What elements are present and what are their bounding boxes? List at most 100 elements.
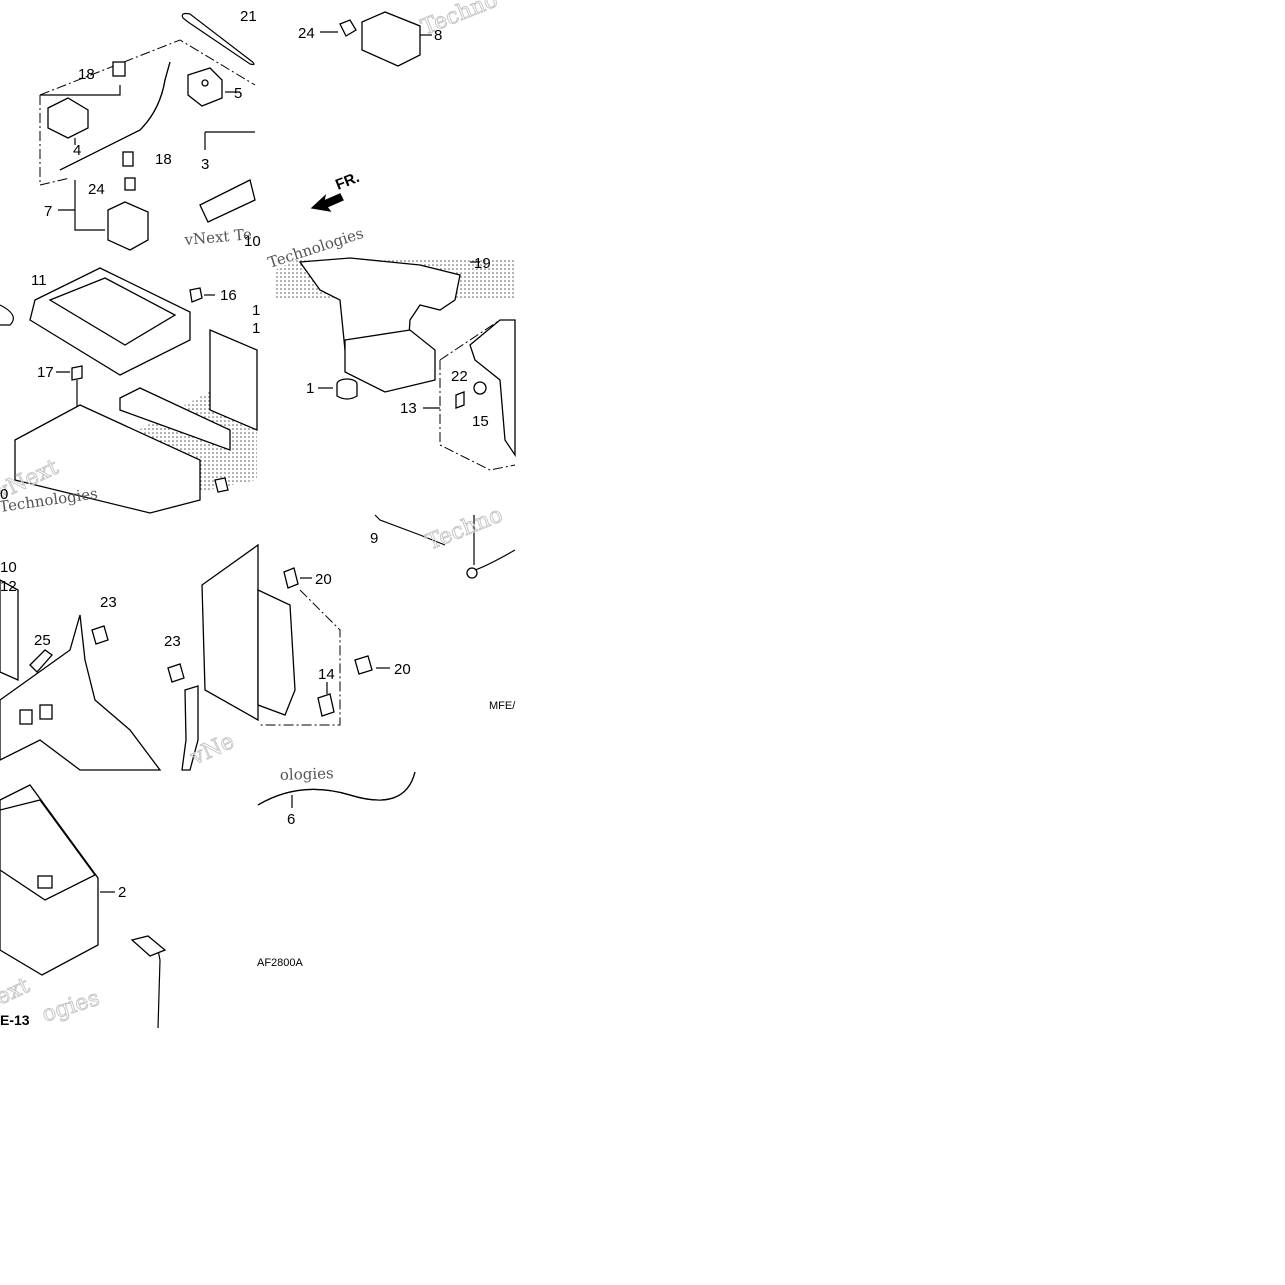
edge-fragment xyxy=(0,304,14,326)
callout-1b: 1 xyxy=(252,320,260,337)
tile-side-cover xyxy=(275,257,516,471)
part-21-band xyxy=(181,12,255,66)
callout-9: 9 xyxy=(370,530,378,547)
part-17-bolt xyxy=(71,365,83,381)
part-18a-bolt xyxy=(112,61,126,77)
part-stay-b xyxy=(181,685,199,771)
callout-7: 7 xyxy=(44,203,52,220)
callout-5: 5 xyxy=(234,85,242,102)
watermark-6: Techno xyxy=(423,502,506,555)
stay-hole-a xyxy=(19,709,33,725)
callout-14: 14 xyxy=(318,666,335,683)
part-5-hole xyxy=(201,79,209,87)
callout-18a: 18 xyxy=(78,66,95,83)
part-13-panel xyxy=(469,319,516,458)
callout-10b: 10 xyxy=(0,559,17,576)
part-battery-body xyxy=(201,543,259,722)
part-20a-screw xyxy=(283,567,299,589)
watermark-8: ologies xyxy=(280,764,334,784)
part-23a-bolt xyxy=(91,625,109,645)
tile-wiring-harness xyxy=(39,12,256,251)
part-24b-fuse xyxy=(124,177,136,191)
part-stay xyxy=(0,614,162,771)
leader-3 xyxy=(204,131,255,150)
stay-hole-b xyxy=(39,704,53,720)
assembly-boundary-3 xyxy=(39,39,256,186)
part-cover-panel xyxy=(257,588,296,716)
part-25-tube xyxy=(29,649,53,673)
panel-code-bottom-left: E-13 xyxy=(0,1012,30,1028)
part-3-harness-inner xyxy=(59,61,171,171)
part-14-nut xyxy=(317,693,335,717)
part-18b-bolt xyxy=(122,151,134,167)
panel-code-bottom: AF2800A xyxy=(257,957,304,969)
callout-4: 4 xyxy=(73,142,81,159)
part-23b-bolt xyxy=(167,663,185,683)
part-cable-terminal xyxy=(466,567,478,579)
part-tray-wall xyxy=(119,387,231,451)
part-16-bolt xyxy=(189,287,203,303)
callout-1a: 1 xyxy=(252,302,260,319)
callout-17: 17 xyxy=(37,364,54,381)
leader-7 xyxy=(58,180,105,231)
callout-6: 6 xyxy=(287,811,295,828)
part-19-base xyxy=(344,329,436,393)
watermark-2: vNext Te xyxy=(183,225,253,249)
part-19-holder xyxy=(298,257,461,356)
callout-3: 3 xyxy=(201,156,209,173)
part-24a-fuse xyxy=(339,19,357,37)
callout-13: 13 xyxy=(400,400,417,417)
part-12-plate xyxy=(0,579,19,682)
part-1-plate xyxy=(209,329,258,431)
part-6-cable-inner xyxy=(257,771,416,806)
callout-20a: 20 xyxy=(315,571,332,588)
part-4-cap xyxy=(47,97,89,139)
tile-battery xyxy=(0,784,167,1029)
callout-1c: 1 xyxy=(306,380,314,397)
part-5-cap xyxy=(187,67,223,107)
callout-20b: 20 xyxy=(394,661,411,678)
part-7-relay xyxy=(107,201,149,251)
part-9-cable xyxy=(374,514,446,546)
watermark-9: ext xyxy=(0,973,34,1010)
part-1-grommet xyxy=(336,384,358,400)
part-cover-boundary xyxy=(258,589,341,726)
callout-layer: 21 24 8 18 5 4 3 18 24 7 10 11 16 1 1 19… xyxy=(0,8,491,901)
panel-code-top-right: MFE/ xyxy=(489,700,516,712)
callout-24b: 24 xyxy=(88,181,105,198)
tile-battery-box xyxy=(0,267,258,514)
callout-21: 21 xyxy=(240,8,257,25)
callout-19: 19 xyxy=(474,255,491,272)
callout-10a: 10 xyxy=(244,233,261,250)
part-tray xyxy=(14,404,201,514)
part-22-pin xyxy=(455,391,465,409)
tile-battery-cover xyxy=(201,514,516,726)
callout-18b: 18 xyxy=(155,151,172,168)
callout-23b: 23 xyxy=(164,633,181,650)
part-15-collar xyxy=(473,381,487,395)
callout-8: 8 xyxy=(434,27,442,44)
part-20b-screw xyxy=(354,655,373,675)
part-2-battery-top xyxy=(0,799,96,901)
front-arrow: FR. xyxy=(310,169,362,212)
tile-fuse-box: FR. xyxy=(310,11,432,212)
part-2-terminal xyxy=(37,875,53,889)
watermark-1: Techno xyxy=(418,0,501,41)
callout-12: 12 xyxy=(0,578,17,595)
callout-22: 22 xyxy=(451,368,468,385)
callout-15: 15 xyxy=(472,413,489,430)
callout-2: 2 xyxy=(118,884,126,901)
part-11-frame-inner xyxy=(48,277,177,346)
part-10-bracket xyxy=(199,179,256,223)
watermark-10: ogies xyxy=(39,986,103,1028)
callout-23a: 23 xyxy=(100,594,117,611)
front-label: FR. xyxy=(333,169,362,194)
callout-0: 0 xyxy=(0,486,8,503)
part-clip xyxy=(214,477,229,493)
tile-battery-stay xyxy=(0,579,199,771)
leader-18a xyxy=(40,85,121,96)
callout-11: 11 xyxy=(31,272,47,289)
callout-24a: 24 xyxy=(298,25,315,42)
callout-16: 16 xyxy=(220,287,237,304)
